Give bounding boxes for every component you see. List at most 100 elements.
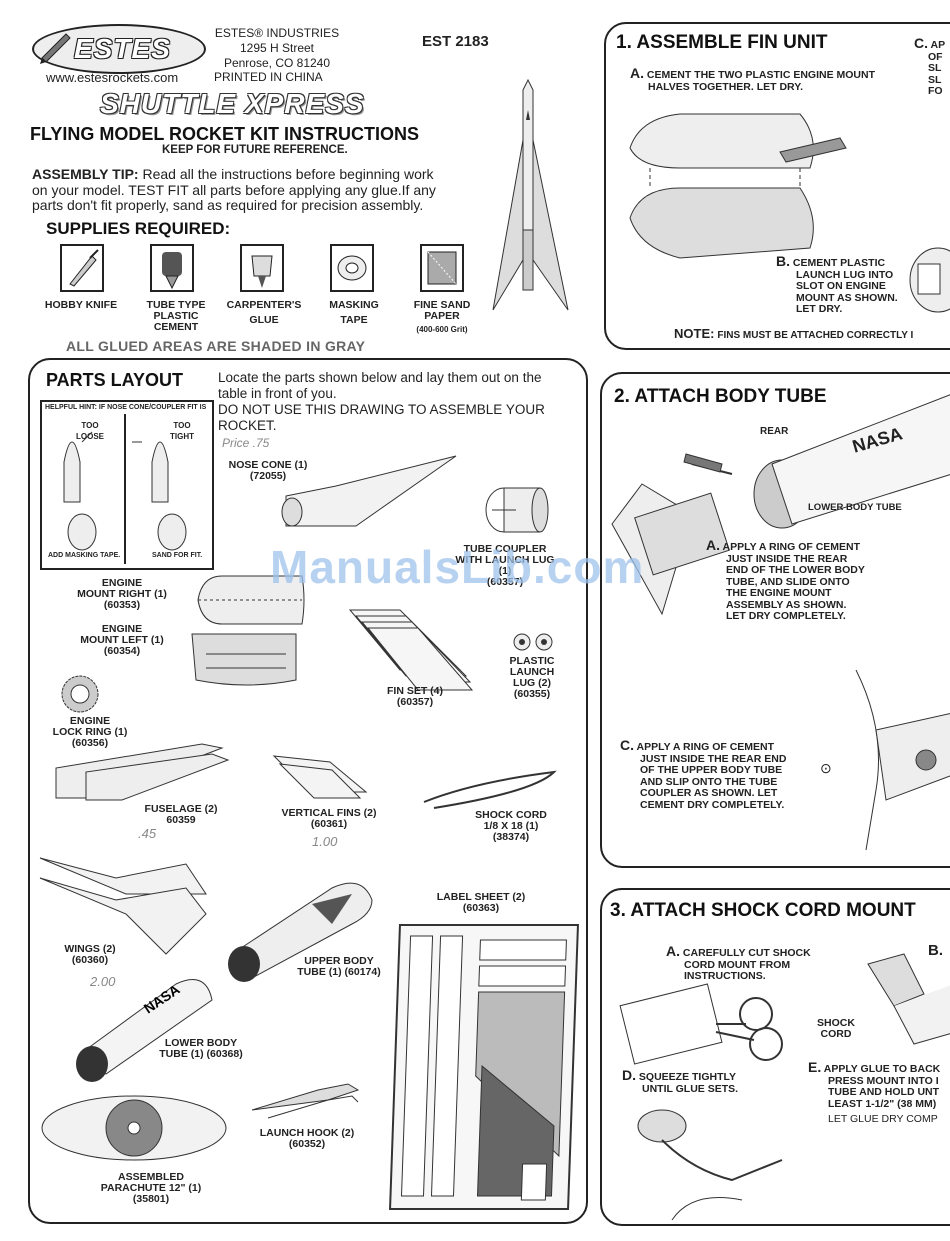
part-shock-cord-label: SHOCK CORD 1/8 X 18 (1) (38374) bbox=[456, 810, 566, 843]
assembly-tip-label: ASSEMBLY TIP: bbox=[32, 166, 139, 182]
page-subtitle: KEEP FOR FUTURE REFERENCE. bbox=[162, 144, 348, 156]
engine-mount-left-drawing bbox=[191, 633, 297, 686]
step1-c-letter: C. bbox=[914, 35, 928, 51]
assembly-tip-line1: Read all the instructions before beginni… bbox=[142, 166, 434, 182]
wings-num: (60360) bbox=[71, 954, 109, 966]
parachute-drawing bbox=[41, 1095, 227, 1161]
step3-glue-drawing bbox=[867, 953, 950, 1045]
launch-lug-name2: LAUNCH bbox=[509, 666, 555, 678]
parts-layout-panel: PARTS LAYOUT Locate the parts shown belo… bbox=[28, 358, 588, 1224]
step3-e-line3: TUBE AND HOLD UNT bbox=[828, 1086, 940, 1098]
page-title: FLYING MODEL ROCKET KIT INSTRUCTIONS bbox=[30, 124, 420, 144]
upper-body-tube-drawing bbox=[228, 882, 373, 982]
step2-c-line6: CEMENT DRY COMPLETELY. bbox=[640, 798, 785, 811]
part-vertical-fins-label: VERTICAL FINS (2) (60361) bbox=[274, 808, 384, 830]
step3-a: A. CAREFULLY CUT SHOCK CORD MOUNT FROM I… bbox=[666, 943, 856, 983]
hint-divider bbox=[124, 414, 126, 564]
engine-mount-right-drawing bbox=[197, 575, 305, 625]
logo-text: ESTES bbox=[74, 33, 171, 64]
hint-too-loose: TOO LOOSE bbox=[75, 421, 104, 441]
helpful-hint-box: HELPFUL HINT: IF NOSE CONE/COUPLER FIT I… bbox=[40, 400, 214, 570]
supply-cement-line3: CEMENT bbox=[153, 321, 199, 333]
step1-engine-mount-drawing bbox=[629, 113, 847, 259]
glued-areas-note: ALL GLUED AREAS ARE SHADED IN GRAY bbox=[66, 338, 366, 354]
step1-c-line2: OF bbox=[928, 50, 943, 63]
shock-cord-name: SHOCK CORD bbox=[475, 809, 547, 821]
supply-sand-line2: PAPER bbox=[424, 310, 460, 322]
step2-lower-tube-label: LOWER BODY TUBE bbox=[808, 502, 902, 513]
assembly-tip-line2: on your model. TEST FIT all parts before… bbox=[32, 181, 436, 198]
step1-b-line4: MOUNT AS SHOWN. bbox=[796, 291, 898, 304]
step3-e-line1: APPLY GLUE TO BACK bbox=[823, 1063, 941, 1075]
tube-coupler-name: TUBE COUPLER bbox=[463, 543, 547, 555]
parts-warn-line2: ROCKET. bbox=[218, 418, 277, 433]
step2-a-line6: ASSEMBLY AS SHOWN. bbox=[726, 598, 847, 611]
step1-b-line3: SLOT ON ENGINE bbox=[796, 280, 886, 292]
website-link[interactable]: www.estesrockets.com bbox=[46, 70, 179, 85]
step2-c-line3: OF THE UPPER BODY TUBE bbox=[640, 764, 783, 776]
shock-cord-drawing bbox=[423, 770, 557, 809]
step2-body-tube-drawing bbox=[611, 394, 950, 616]
fuselage-drawing bbox=[55, 743, 230, 801]
step3-shock-text: SHOCK bbox=[817, 1017, 855, 1029]
step1-note-text: FINS MUST BE ATTACHED CORRECTLY I bbox=[717, 330, 914, 341]
product-code: EST 2183 bbox=[422, 33, 489, 50]
lock-ring-name2: LOCK RING (1) bbox=[52, 726, 128, 738]
step1-lug-drawing bbox=[909, 247, 950, 313]
step2-c-line1: APPLY A RING OF CEMENT bbox=[636, 741, 775, 753]
lock-ring-num: (60356) bbox=[71, 737, 109, 749]
parachute-name: ASSEMBLED bbox=[118, 1171, 184, 1183]
step3-e-line5: LET GLUE DRY COMP bbox=[828, 1113, 938, 1125]
fin-set-drawing bbox=[348, 609, 474, 691]
wings-name: WINGS (2) bbox=[64, 943, 116, 955]
step3-e-line4: LEAST 1-1/2" (38 MM) bbox=[828, 1097, 937, 1110]
nose-cone-name: NOSE CONE (1) bbox=[228, 459, 308, 471]
step2-upper-tube-drawing bbox=[855, 669, 950, 851]
company-address: ESTES® INDUSTRIES 1295 H Street Penrose,… bbox=[212, 26, 342, 71]
part-parachute-label: ASSEMBLED PARACHUTE 12" (1) (35801) bbox=[86, 1172, 216, 1205]
em-left-name: ENGINE bbox=[101, 623, 143, 635]
launch-hook-num: (60352) bbox=[288, 1138, 326, 1150]
step1-a: A. CEMENT THE TWO PLASTIC ENGINE MOUNT H… bbox=[630, 65, 900, 93]
company-street: 1295 H Street bbox=[239, 41, 315, 55]
step1-a-letter: A. bbox=[630, 65, 644, 81]
supply-label-knife: HOBBY KNIFE bbox=[35, 300, 127, 311]
step3-d-line1: SQUEEZE TIGHTLY bbox=[638, 1071, 736, 1083]
supply-glue-line1: CARPENTER'S bbox=[226, 299, 302, 311]
step3-a-line1: CAREFULLY CUT SHOCK bbox=[682, 947, 811, 959]
assembly-tip: ASSEMBLY TIP: Read all the instructions … bbox=[32, 166, 502, 214]
step2-a-line5: THE ENGINE MOUNT bbox=[726, 587, 832, 599]
part-lower-body-label: LOWER BODY TUBE (1) (60368) bbox=[146, 1038, 256, 1060]
step1-b-line1: CEMENT PLASTIC bbox=[792, 257, 886, 269]
step3-d-letter: D. bbox=[622, 1067, 636, 1083]
supply-label-glue: CARPENTER'S GLUE bbox=[218, 300, 310, 326]
assembly-tip-line3: parts don't fit properly, sand as requir… bbox=[32, 197, 424, 213]
hint-title: HELPFUL HINT: IF NOSE CONE/COUPLER FIT I… bbox=[45, 404, 207, 411]
nose-cone-drawing bbox=[281, 455, 457, 527]
step3-a-letter: A. bbox=[666, 943, 680, 959]
step3-cut-drawing bbox=[619, 983, 783, 1065]
launch-lug-drawing bbox=[513, 633, 553, 651]
step2-a-line2: JUST INSIDE THE REAR bbox=[726, 552, 848, 565]
step2-a-line4: TUBE, AND SLIDE ONTO bbox=[726, 575, 850, 588]
rocket-illustration bbox=[492, 78, 569, 311]
step1-a-line2: HALVES TOGETHER. LET DRY. bbox=[648, 80, 803, 93]
step2-c: C. APPLY A RING OF CEMENT JUST INSIDE TH… bbox=[620, 738, 820, 811]
carpenters-glue-icon bbox=[240, 244, 284, 292]
step2-c-line4: AND SLIP ONTO THE TUBE bbox=[640, 775, 778, 788]
hint-illustration bbox=[63, 431, 187, 551]
step1-b-letter: B. bbox=[776, 253, 790, 269]
step3-d-line2: UNTIL GLUE SETS. bbox=[642, 1082, 739, 1095]
step1-b-line5: LET DRY. bbox=[796, 303, 843, 315]
company-name: ESTES® INDUSTRIES bbox=[214, 26, 340, 40]
em-right-name: ENGINE bbox=[101, 577, 143, 589]
launch-lug-name: PLASTIC bbox=[509, 655, 555, 667]
step2-c-line5: COUPLER AS SHOWN. LET bbox=[640, 787, 778, 799]
step2-a-letter: A. bbox=[706, 537, 720, 553]
hint-add-tape: ADD MASKING TAPE. bbox=[48, 552, 121, 559]
supplies-heading: SUPPLIES REQUIRED: bbox=[46, 219, 231, 238]
step1-b: B. CEMENT PLASTIC LAUNCH LUG INTO SLOT O… bbox=[776, 253, 916, 316]
step1-note-label: NOTE: bbox=[674, 326, 715, 341]
step3-panel: 3. ATTACH SHOCK CORD MOUNT A. CAREFULLY … bbox=[600, 888, 950, 1226]
part-wings-label: WINGS (2) (60360) bbox=[40, 944, 140, 966]
